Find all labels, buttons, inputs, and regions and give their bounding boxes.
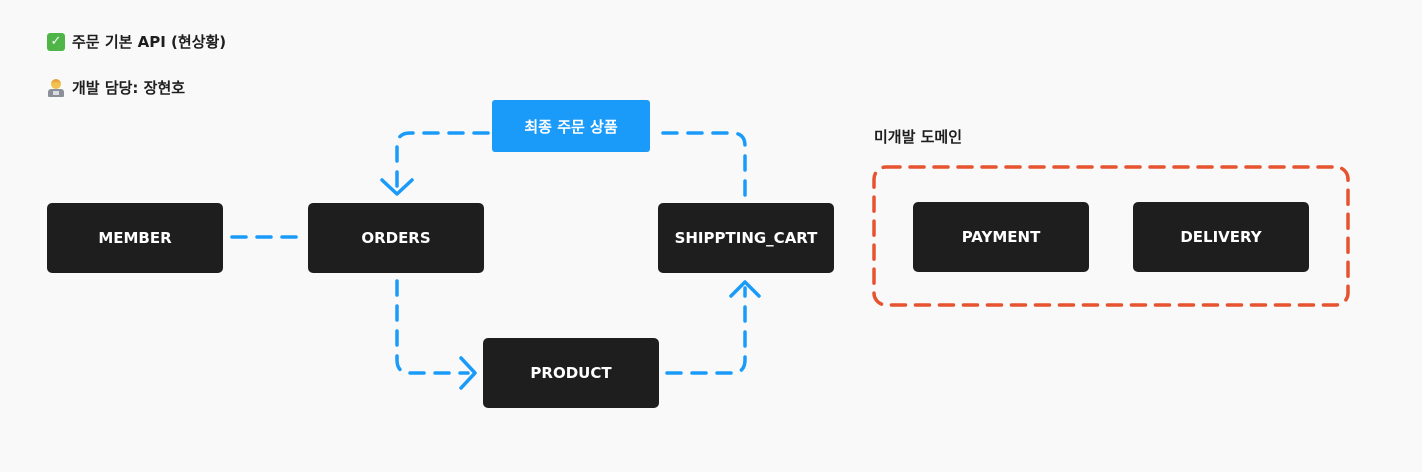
shipping-cart-node[interactable]: SHIPPTING_CART [658,203,834,273]
check-mark-icon: ✓ [47,32,65,51]
product-node[interactable]: PRODUCT [483,338,659,408]
cart-arrowhead [729,280,761,298]
member-node[interactable]: MEMBER [47,203,223,273]
undeveloped-group-border [872,165,1350,307]
page-title-text: 주문 기본 API (현상황) [72,33,227,51]
product-arrowhead [459,356,477,390]
technologist-icon [47,78,65,97]
delivery-node[interactable]: DELIVERY [1133,202,1309,272]
page-title: ✓ 주문 기본 API (현상황) [47,31,226,52]
product-to-cart-connector [665,286,747,375]
developer-line: 개발 담당: 장현호 [47,77,185,98]
orders-node[interactable]: ORDERS [308,203,484,273]
payment-node[interactable]: PAYMENT [913,202,1089,272]
undeveloped-domain-label: 미개발 도메인 [874,128,963,146]
orders-to-product-connector [395,279,470,375]
final-order-product-label: 최종 주문 상품 [492,100,650,152]
orders-arrowhead [380,178,414,196]
cart-to-label-connector [652,131,747,197]
developer-text: 개발 담당: 장현호 [72,79,186,97]
label-to-orders-connector [395,131,490,192]
